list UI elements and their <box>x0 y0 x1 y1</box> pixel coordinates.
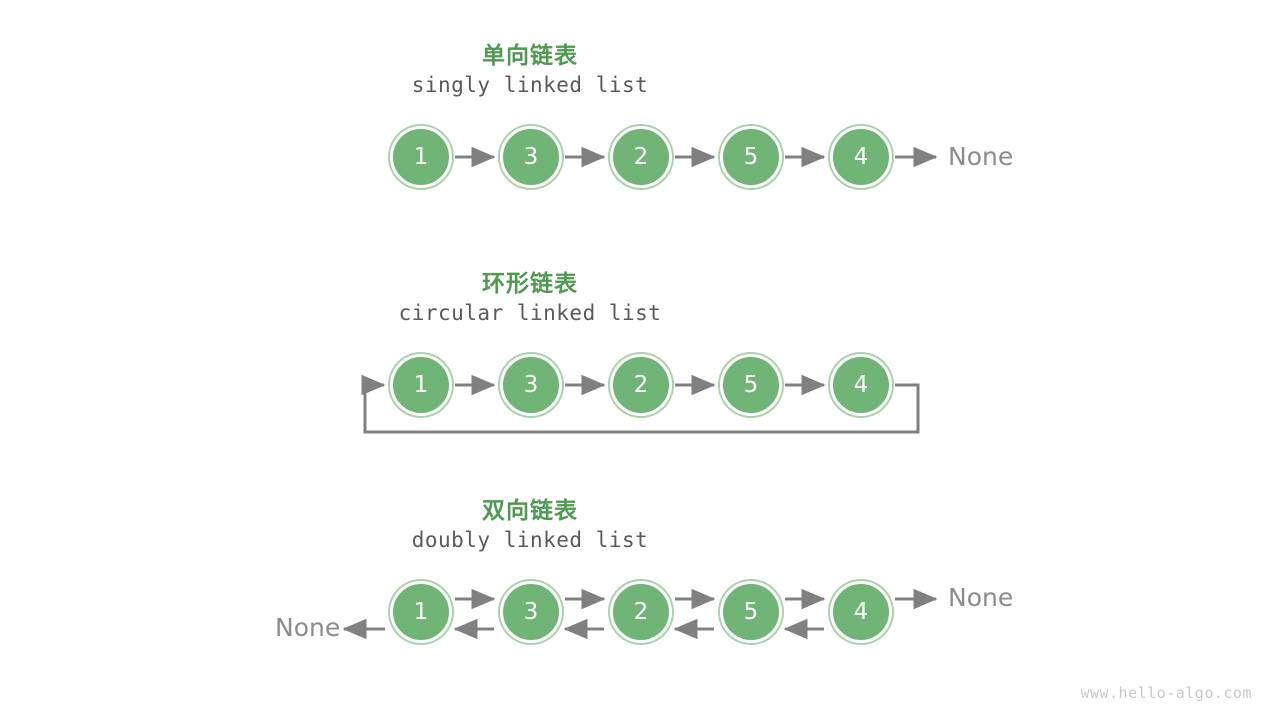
list-node: 4 <box>830 354 892 416</box>
list-node: 4 <box>830 581 892 643</box>
tail-none-label: None <box>948 142 1014 171</box>
singly-list-diagram: 1 3 2 5 4 None <box>0 96 1280 236</box>
section-doubly-linked-list: 双向链表 doubly linked list 1 3 2 5 4 <box>0 455 1280 685</box>
list-node: 4 <box>830 126 892 188</box>
arrow-loop-back <box>361 374 920 434</box>
watermark: www.hello-algo.com <box>1080 684 1252 702</box>
section-title-zh: 环形链表 <box>482 271 578 297</box>
list-node: 1 <box>390 126 452 188</box>
section-title-en: singly linked list <box>411 73 649 97</box>
circular-arrow-layer <box>361 374 920 434</box>
section-title-en: doubly linked list <box>411 528 649 552</box>
list-node: 3 <box>500 354 562 416</box>
list-node: 2 <box>610 581 672 643</box>
doubly-arrow-layer <box>342 588 938 640</box>
list-node: 3 <box>500 126 562 188</box>
list-node: 1 <box>390 581 452 643</box>
head-none-label: None <box>275 613 341 642</box>
list-node: 5 <box>720 581 782 643</box>
doubly-list-diagram: 1 3 2 5 4 None None <box>0 551 1280 691</box>
section-title-en: circular linked list <box>398 301 662 325</box>
tail-none-label: None <box>948 583 1014 612</box>
section-circular-linked-list: 环形链表 circular linked list 1 3 2 5 4 <box>0 228 1280 448</box>
section-title-zh: 单向链表 <box>482 43 578 69</box>
section-title-zh: 双向链表 <box>482 498 578 524</box>
list-node: 2 <box>610 126 672 188</box>
section-singly-linked-list: 单向链表 singly linked list 1 3 2 5 4 None <box>0 0 1280 220</box>
singly-arrow-layer <box>455 146 938 168</box>
list-node: 5 <box>720 126 782 188</box>
list-node: 1 <box>390 354 452 416</box>
list-node: 3 <box>500 581 562 643</box>
circular-list-diagram: 1 3 2 5 4 <box>0 324 1280 464</box>
list-node: 5 <box>720 354 782 416</box>
list-node: 2 <box>610 354 672 416</box>
